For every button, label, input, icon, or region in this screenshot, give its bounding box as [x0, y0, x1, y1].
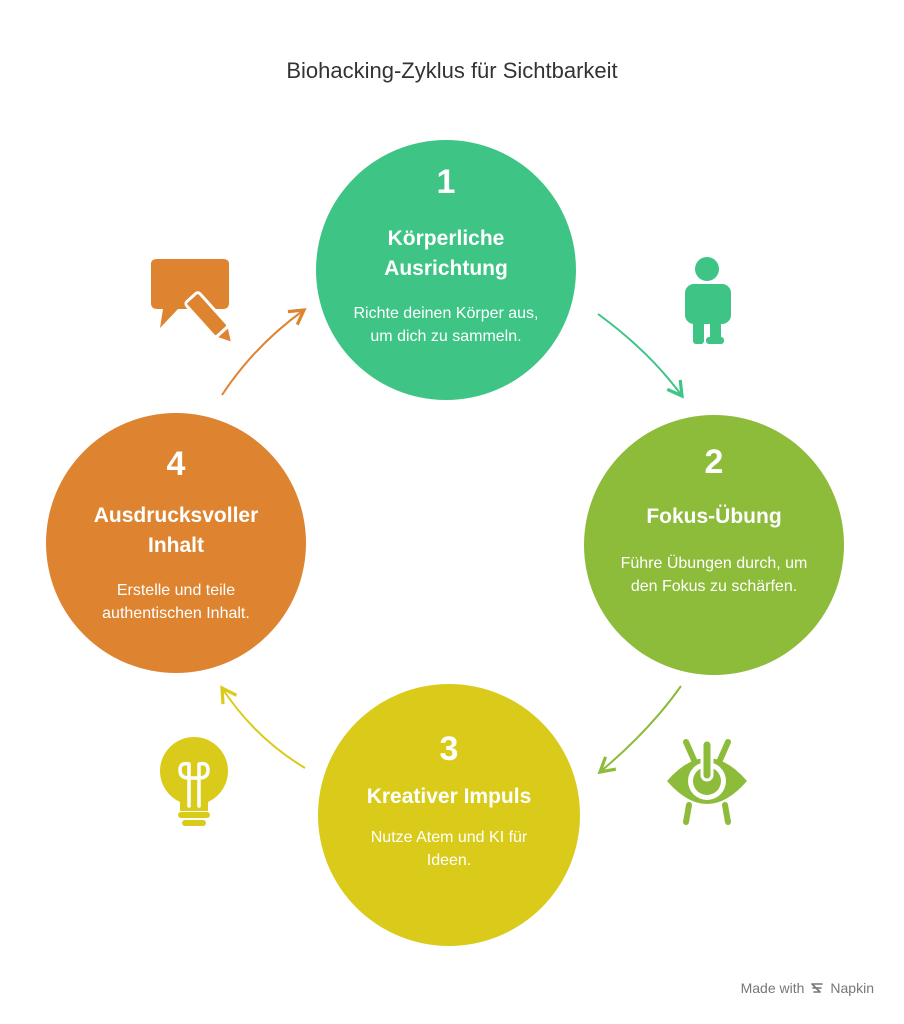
step-1-circle: 1 Körperliche Ausrichtung Richte deinen …	[316, 140, 576, 400]
step-2-circle: 2 Fokus-Übung Führe Übungen durch, um de…	[584, 415, 844, 675]
made-with-badge[interactable]: Made with Napkin	[741, 980, 874, 996]
step-number: 1	[436, 163, 456, 201]
eye-icon	[667, 738, 747, 825]
step-heading: Kreativer Impuls	[366, 785, 532, 808]
step-description: Richte deinen Körper aus, um dich zu sam…	[353, 305, 539, 345]
person-icon	[685, 257, 731, 344]
made-with-label: Made with	[740, 980, 805, 996]
lightbulb-icon	[160, 737, 228, 826]
step-number: 3	[439, 730, 459, 768]
step-number: 4	[166, 445, 186, 483]
arrow-3-to-4	[220, 685, 306, 769]
napkin-brand-label: Napkin	[830, 980, 874, 996]
arrow-4-to-1	[221, 308, 307, 396]
step-description: Nutze Atem und KI für Ideen.	[370, 829, 528, 869]
step-heading: Körperliche Ausrichtung	[384, 227, 508, 280]
arrow-2-to-3	[597, 685, 682, 775]
step-description: Erstelle und teile authentischen Inhalt.	[102, 582, 250, 622]
napkin-logo-icon	[811, 983, 824, 993]
step-heading: Fokus-Übung	[646, 505, 782, 528]
step-heading: Ausdrucksvoller Inhalt	[93, 504, 259, 557]
diagram-title: Biohacking-Zyklus für Sichtbarkeit	[286, 58, 618, 83]
step-4-circle: 4 Ausdrucksvoller Inhalt Erstelle und te…	[46, 413, 306, 673]
step-3-circle: 3 Kreativer Impuls Nutze Atem und KI für…	[318, 684, 580, 946]
step-description: Führe Übungen durch, um den Fokus zu sch…	[620, 555, 808, 595]
step-number: 2	[704, 443, 724, 481]
speech-bubble-pencil-icon	[151, 259, 235, 346]
arrow-1-to-2	[597, 313, 684, 399]
